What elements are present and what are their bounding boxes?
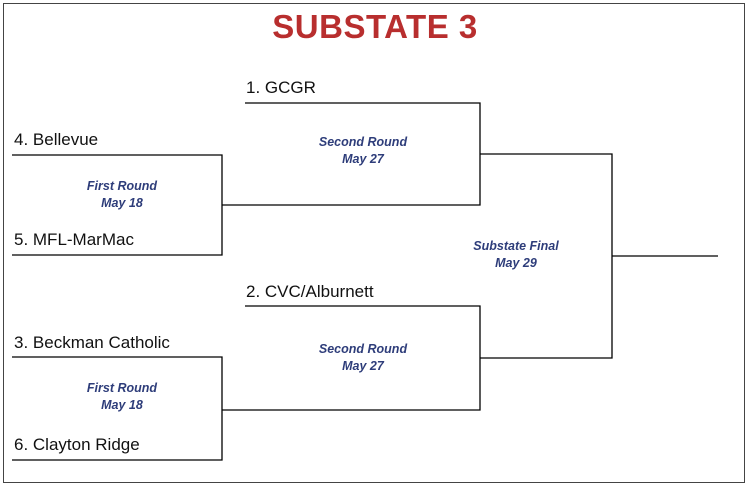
round-date: May 18 <box>101 196 143 210</box>
bracket-line-second-round-top-winner <box>480 153 613 256</box>
bracket-line-gcgr <box>245 102 481 154</box>
team-clayton-ridge: 6. Clayton Ridge <box>14 435 140 454</box>
round-name: Second Round <box>318 135 408 149</box>
bracket-frame <box>3 3 745 483</box>
round-label-second-round-top: Second Round May 27 <box>293 134 433 168</box>
bracket-line-cvc-alburnett <box>245 305 481 358</box>
bracket-line-clayton-ridge <box>12 410 223 461</box>
round-date: May 18 <box>101 398 143 412</box>
round-date: May 27 <box>342 152 384 166</box>
round-label-substate-final: Substate Final May 29 <box>446 238 586 272</box>
team-cvc-alburnett: 2. CVC/Alburnett <box>246 282 374 301</box>
round-name: First Round <box>86 179 158 193</box>
team-bellevue: 4. Bellevue <box>14 130 99 149</box>
bracket-line-first-round-top-winner <box>222 154 481 206</box>
team-gcgr: 1. GCGR <box>246 78 316 97</box>
round-name: Substate Final <box>473 239 559 253</box>
page-title: SUBSTATE 3 <box>272 8 478 45</box>
bracket-line-mfl-marmac <box>12 205 223 256</box>
round-name: First Round <box>86 381 158 395</box>
round-label-first-round-top: First Round May 18 <box>52 178 192 212</box>
team-mfl-marmac: 5. MFL-MarMac <box>14 230 134 249</box>
round-label-second-round-bottom: Second Round May 27 <box>293 341 433 375</box>
round-label-first-round-bottom: First Round May 18 <box>52 380 192 414</box>
round-date: May 27 <box>342 359 384 373</box>
bracket-line-first-round-bottom-winner <box>222 358 481 411</box>
bracket-line-beckman-catholic <box>12 356 223 410</box>
team-beckman-catholic: 3. Beckman Catholic <box>14 333 170 352</box>
bracket-line-second-round-bottom-winner <box>480 256 613 359</box>
bracket-line-bellevue <box>12 154 223 205</box>
round-name: Second Round <box>318 342 408 356</box>
round-date: May 29 <box>495 256 537 270</box>
